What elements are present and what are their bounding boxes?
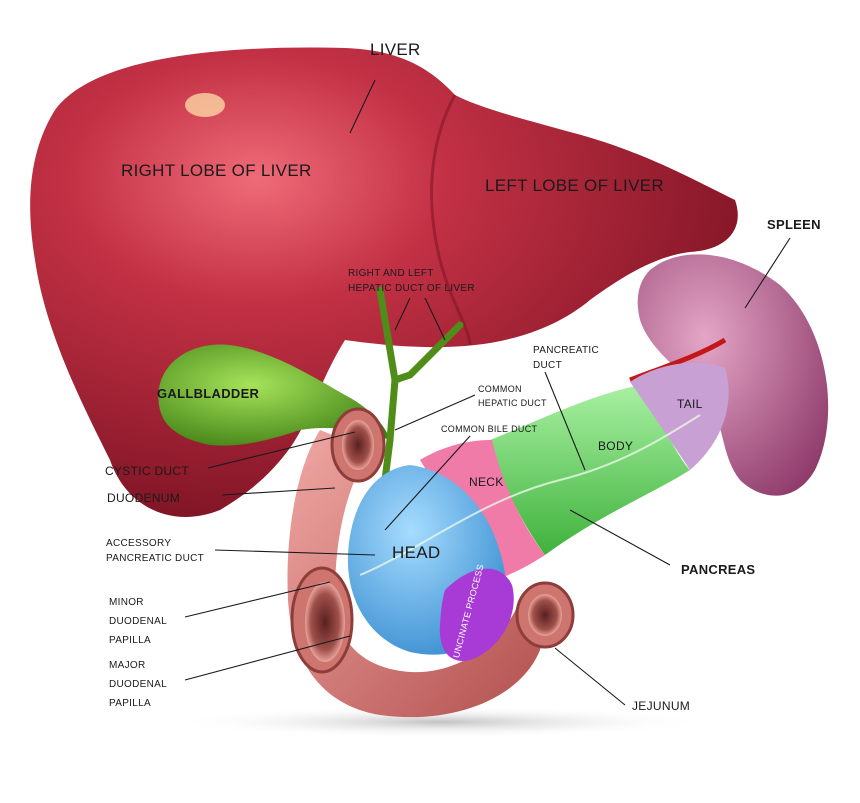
leader-pancreatic-duct <box>544 371 586 471</box>
label-jejunum: JEJUNUM <box>632 699 691 713</box>
label-common-hepatic-duct: COMMON HEPATIC DUCT <box>478 384 547 408</box>
label-body: BODY <box>598 439 634 453</box>
label-liver: LIVER <box>370 40 421 59</box>
label-cystic-duct: CYSTIC DUCT <box>105 464 189 478</box>
leader-accessory-duct <box>214 549 376 556</box>
label-major-papilla: MAJOR DUODENAL PAPILLA <box>109 660 167 709</box>
leader-common-hepatic <box>394 394 476 431</box>
label-head: HEAD <box>392 543 441 562</box>
leader-lines <box>184 79 791 706</box>
leader-major-papilla <box>184 635 351 681</box>
ground-shadow <box>170 706 710 738</box>
pancreas-body-shape <box>490 385 690 555</box>
duodenum-inner-lumen <box>305 582 345 662</box>
label-left-lobe: LEFT LOBE OF LIVER <box>485 176 664 195</box>
duodenum-shape <box>287 430 544 718</box>
label-right-lobe: RIGHT LOBE OF LIVER <box>121 161 312 180</box>
label-minor-papilla: MINOR DUODENAL PAPILLA <box>109 597 167 646</box>
leader-spleen <box>744 237 791 309</box>
label-duodenum: DUODENUM <box>107 491 181 505</box>
jejunum-lumen <box>528 594 562 636</box>
label-pancreas: PANCREAS <box>681 562 756 577</box>
leader-hepatic-left <box>394 297 411 331</box>
duodenum-upper-lumen <box>342 420 374 470</box>
label-hepatic-ducts: RIGHT AND LEFT HEPATIC DUCT OF LIVER <box>348 268 475 294</box>
leader-minor-papilla <box>184 581 331 618</box>
leader-pancreas <box>569 509 671 566</box>
leader-hepatic-right <box>424 297 446 341</box>
uncinate-shape <box>439 568 514 661</box>
label-gallbladder: GALLBLADDER <box>157 386 260 401</box>
hepatic-ducts <box>376 286 464 444</box>
spleen-shape <box>637 254 829 496</box>
leader-duodenum <box>221 487 336 496</box>
label-accessory-pancreatic-duct: ACCESSORY PANCREATIC DUCT <box>106 538 205 564</box>
label-spleen: SPLEEN <box>767 217 821 232</box>
pancreatic-duct <box>359 414 701 576</box>
gallbladder-shape <box>158 344 390 446</box>
label-pancreatic-duct: PANCREATIC DUCT <box>533 345 599 371</box>
leader-cystic-duct <box>207 431 356 469</box>
leader-liver <box>349 79 376 134</box>
pancreas-tail-shape <box>630 362 729 470</box>
liver-highlight <box>185 93 225 117</box>
liver-lobe-groove <box>430 94 472 346</box>
leader-common-bile <box>384 435 471 531</box>
label-common-bile-duct: COMMON BILE DUCT <box>441 424 538 434</box>
label-tail: TAIL <box>677 397 703 411</box>
leader-jejunum <box>554 647 626 706</box>
label-neck: NECK <box>469 475 504 489</box>
